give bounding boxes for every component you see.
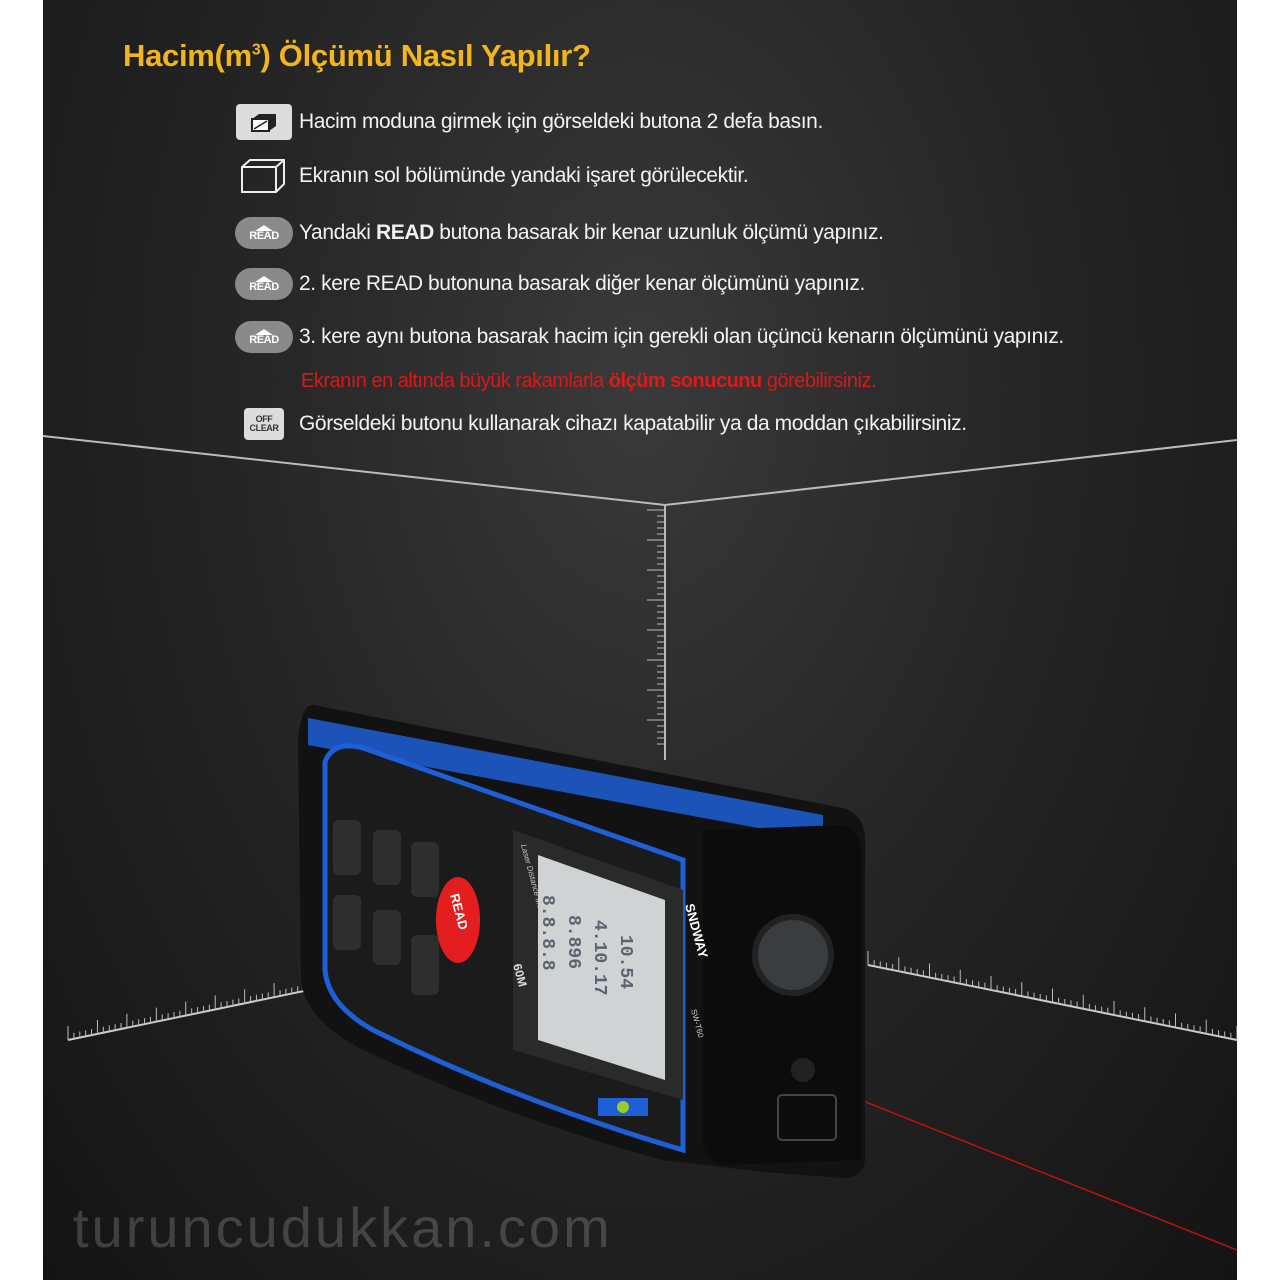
lens <box>752 914 834 996</box>
display-line-1: 10.54 <box>615 935 635 989</box>
page-title: Hacim(m3) Ölçümü Nasıl Yapılır? <box>123 38 591 73</box>
plus-button[interactable] <box>411 842 439 897</box>
read-button[interactable] <box>436 877 480 963</box>
step-5: READ 3. kere aynı butona basarak hacim i… <box>235 319 1064 355</box>
laser-emitter <box>791 1058 815 1082</box>
read-button-icon: READ <box>235 266 293 302</box>
volume-mode-button-icon <box>235 104 293 140</box>
step-3: READ Yandaki READ butona basarak bir ken… <box>235 215 884 251</box>
step-2: Ekranın sol bölümünde yandaki işaret gör… <box>235 158 749 194</box>
ruler-ticks <box>67 509 1237 1040</box>
laser-distance-meter <box>298 705 865 1178</box>
step-1: Hacim moduna girmek için görseldeki buto… <box>235 104 823 140</box>
step-text: Yandaki READ butona basarak bir kenar uz… <box>299 221 884 244</box>
display-line-4: 8.8.8.8 <box>537 895 557 971</box>
room-scene: READ SNDWAY SW-T60 Laser Distance Meter … <box>43 435 1237 1251</box>
product-infographic: READ SNDWAY SW-T60 Laser Distance Meter … <box>43 0 1237 1280</box>
laser-beam <box>797 1074 1237 1251</box>
display-line-2: 4.10.17 <box>589 920 609 996</box>
step-4: READ 2. kere READ butonuna basarak diğer… <box>235 266 865 302</box>
step-text: Hacim moduna girmek için görseldeki buto… <box>299 110 823 133</box>
minus-button[interactable] <box>411 935 439 995</box>
display-line-3: 8.896 <box>563 915 583 969</box>
range-label: 60M <box>510 962 530 988</box>
unit-button[interactable] <box>333 820 361 875</box>
read-button-icon: READ <box>235 319 293 355</box>
read-button-icon: READ <box>235 215 293 251</box>
step-text: Ekranın sol bölümünde yandaki işaret gör… <box>299 164 749 187</box>
volume-button[interactable] <box>373 830 401 885</box>
lcd-screen <box>538 855 665 1080</box>
off-clear-button[interactable] <box>333 895 361 950</box>
wall-edge-right <box>664 439 1237 506</box>
step-text: 2. kere READ butonuna basarak diğer kena… <box>299 272 865 295</box>
watermark: turuncudukkan.com <box>73 1196 613 1259</box>
wall-edge-left <box>43 435 666 506</box>
ruler-left <box>67 984 334 1041</box>
result-note: Ekranın en altında büyük rakamlarla ölçü… <box>301 370 877 392</box>
step-text: Görseldeki butonu kullanarak cihazı kapa… <box>299 412 967 435</box>
area-button[interactable] <box>373 910 401 965</box>
step-text: 3. kere aynı butona basarak hacim için g… <box>299 325 1064 348</box>
cube-icon <box>235 158 293 194</box>
